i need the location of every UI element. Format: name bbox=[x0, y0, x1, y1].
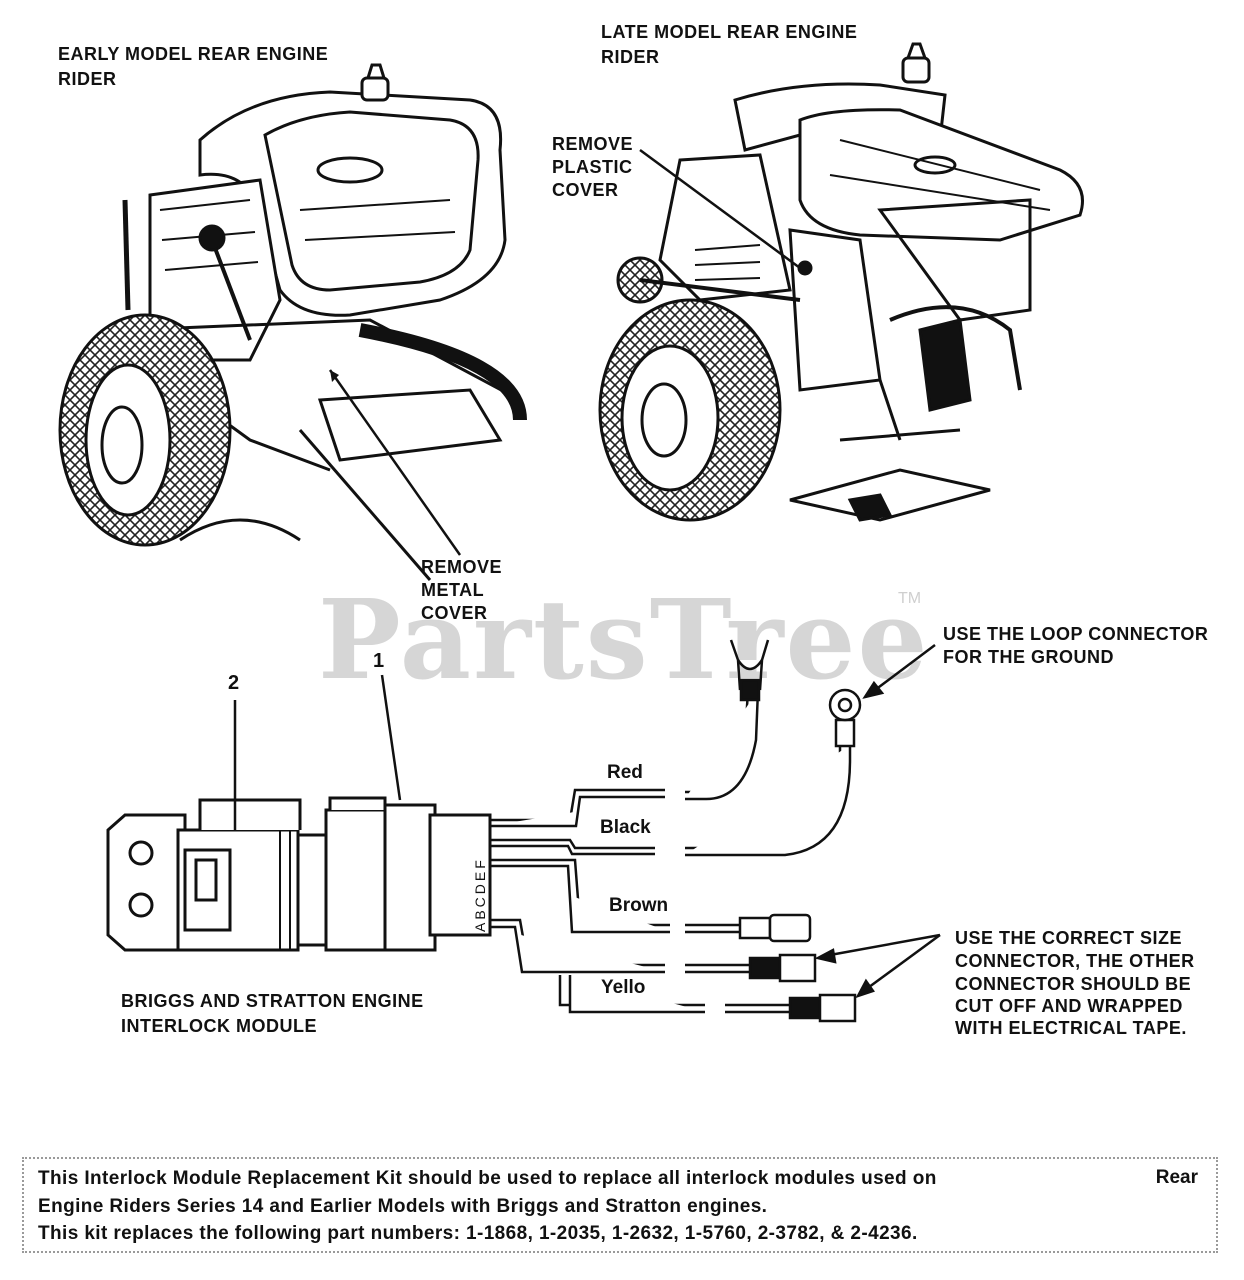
module-label-line1: BRIGGS AND STRATTON ENGINE bbox=[121, 991, 424, 1011]
late-model-label-line2: RIDER bbox=[601, 47, 660, 67]
trademark-mark: TM bbox=[898, 590, 922, 607]
correct-size-label-line2: CONNECTOR, THE OTHER bbox=[955, 951, 1195, 971]
note-line-3: This kit replaces the following part num… bbox=[38, 1223, 918, 1244]
kit-note-box: This Interlock Module Replacement Kit sh… bbox=[22, 1157, 1218, 1253]
late-model-rider-illustration bbox=[598, 42, 1084, 522]
late-model-label-line1: LATE MODEL REAR ENGINE bbox=[601, 22, 858, 42]
wire-label-red: Red bbox=[607, 762, 643, 783]
early-model-label-line2: RIDER bbox=[58, 69, 117, 89]
correct-size-label-line5: WITH ELECTRICAL TAPE. bbox=[955, 1018, 1187, 1038]
remove-plastic-label-line2: PLASTIC bbox=[552, 157, 633, 177]
pin-letters: ABCDEF bbox=[472, 857, 488, 932]
loop-connector-label-line2: FOR THE GROUND bbox=[943, 647, 1114, 667]
early-model-label-line1: EARLY MODEL REAR ENGINE bbox=[58, 44, 329, 64]
remove-metal-label-line2: METAL bbox=[421, 580, 485, 600]
metal-cover-leader bbox=[328, 369, 462, 556]
note-line-2: Engine Riders Series 14 and Earlier Mode… bbox=[38, 1196, 768, 1217]
wire-label-yellow: Yello bbox=[601, 977, 646, 998]
remove-plastic-label-line3: COVER bbox=[552, 180, 619, 200]
interlock-module-drawing bbox=[106, 788, 705, 1014]
terminal-leads bbox=[685, 639, 862, 1023]
correct-size-label-line3: CONNECTOR SHOULD BE bbox=[955, 974, 1192, 994]
early-model-rider-illustration bbox=[58, 63, 527, 581]
watermark: PartsTree bbox=[318, 575, 930, 704]
remove-metal-label-line1: REMOVE bbox=[421, 557, 503, 577]
wire-label-brown: Brown bbox=[609, 895, 669, 916]
loop-connector-label-line1: USE THE LOOP CONNECTOR bbox=[943, 624, 1209, 644]
correct-size-label-line1: USE THE CORRECT SIZE bbox=[955, 928, 1183, 948]
wire-label-black: Black bbox=[600, 817, 651, 838]
callout-number-1: 1 bbox=[373, 650, 385, 672]
remove-metal-label-line3: COVER bbox=[421, 603, 488, 623]
correct-size-label-line4: CUT OFF AND WRAPPED bbox=[955, 996, 1183, 1016]
callout-leaders bbox=[233, 644, 941, 999]
note-line-1: This Interlock Module Replacement Kit sh… bbox=[38, 1168, 937, 1189]
module-label-line2: INTERLOCK MODULE bbox=[121, 1016, 317, 1036]
note-rear: Rear bbox=[1155, 1167, 1198, 1188]
remove-plastic-label-line1: REMOVE bbox=[552, 134, 634, 154]
callout-number-2: 2 bbox=[228, 672, 240, 694]
